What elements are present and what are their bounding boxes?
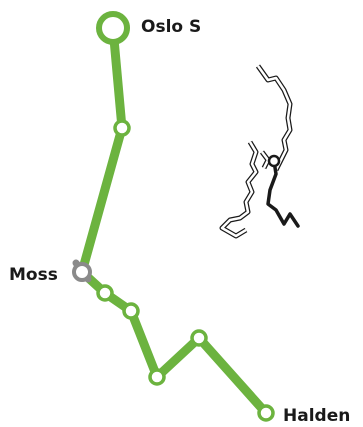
norway-coastline-locator-icon [219, 64, 300, 239]
station-label-moss: Moss [9, 265, 58, 285]
station-oslo-s[interactable] [96, 11, 130, 45]
station-moss[interactable] [72, 262, 92, 282]
station-stop-6[interactable] [190, 329, 208, 347]
inset-route-line [266, 159, 300, 228]
route-line [77, 23, 271, 418]
station-stop-5[interactable] [148, 368, 166, 386]
inset-oslo-marker [267, 154, 281, 168]
station-stop-1[interactable] [113, 119, 131, 137]
station-halden[interactable] [257, 404, 275, 422]
station-stop-3[interactable] [96, 284, 114, 302]
station-label-halden: Halden [283, 406, 350, 426]
station-label-oslo-s: Oslo S [141, 17, 201, 37]
station-stop-4[interactable] [122, 302, 140, 320]
